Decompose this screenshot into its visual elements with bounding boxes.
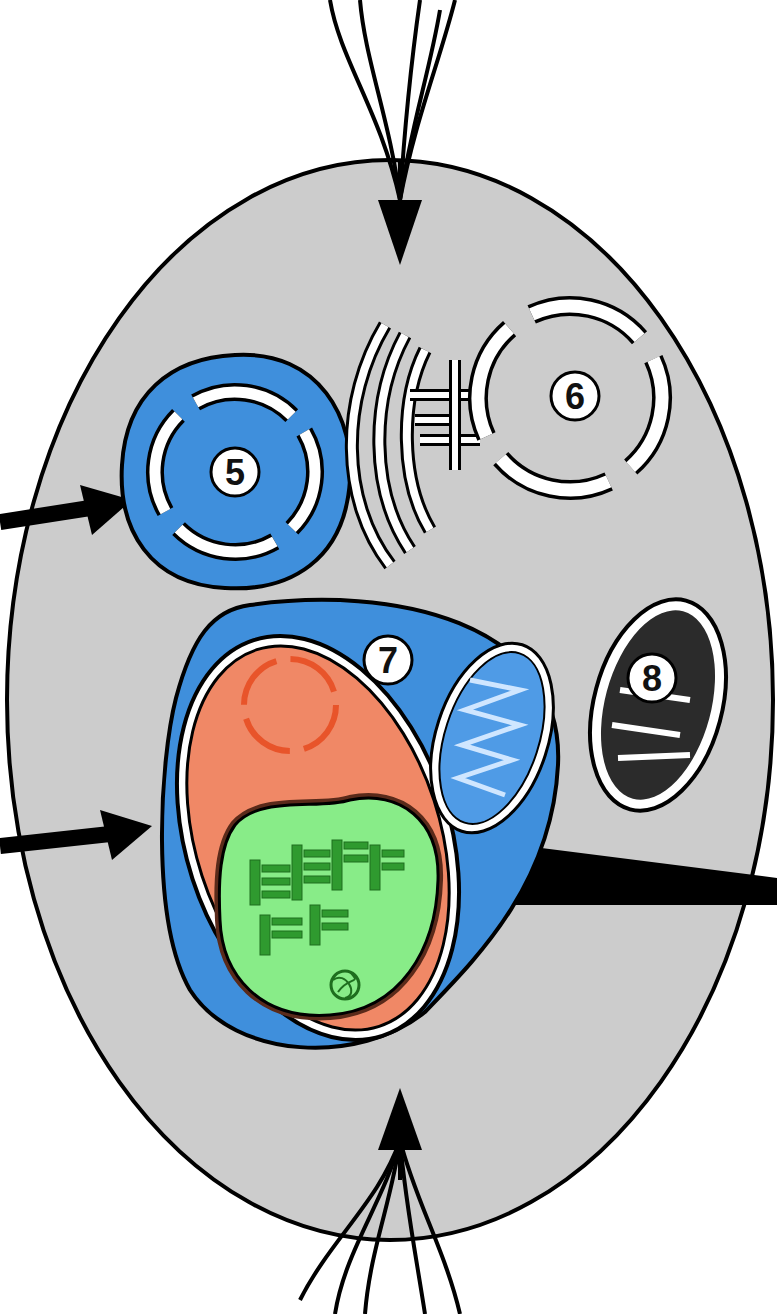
mitochondrion <box>568 584 748 826</box>
plastid-compartment <box>128 599 575 1076</box>
callout-number: 8 <box>642 661 662 697</box>
callout-circle <box>211 448 259 496</box>
callout-circle <box>628 654 676 702</box>
golgi <box>352 325 480 565</box>
callout-circle <box>551 372 599 420</box>
nucleus <box>122 355 351 589</box>
pointer-arrow <box>0 485 132 535</box>
callout-number: 6 <box>565 379 585 415</box>
arrowhead-bottom <box>378 1088 422 1150</box>
cell-membrane <box>7 160 773 1240</box>
flagella-bottom <box>300 1110 460 1314</box>
pointer-arrow <box>0 810 152 860</box>
arrowhead-top <box>378 200 422 265</box>
callout-number: 5 <box>225 455 245 491</box>
vesicle-ring <box>448 276 693 521</box>
callout-circle <box>364 636 412 684</box>
callout-number: 7 <box>378 643 398 679</box>
